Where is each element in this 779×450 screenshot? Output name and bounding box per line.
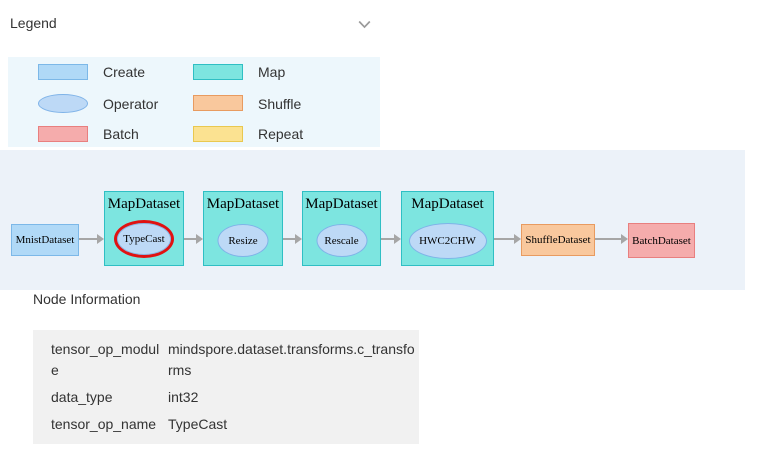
legend-swatch-repeat [193,126,243,142]
legend-section-title: Legend [10,15,57,31]
table-row: tensor_op_module mindspore.dataset.trans… [51,339,419,381]
node-title: MapDataset [206,196,280,212]
legend-label-map: Map [258,64,286,80]
op-node-rescale[interactable]: Rescale [316,224,367,257]
graph-node-mapdataset-4[interactable]: MapDataset HWC2CHW [401,191,494,266]
legend-swatch-shuffle [193,95,243,111]
graph-node-batchdataset[interactable]: BatchDataset [628,223,695,258]
op-node-resize[interactable]: Resize [217,224,269,257]
legend-swatch-operator [38,94,88,113]
graph-node-mapdataset-2[interactable]: MapDataset Resize [203,191,283,266]
node-information-table: tensor_op_module mindspore.dataset.trans… [33,330,419,444]
table-row: tensor_op_name TypeCast [51,414,419,435]
info-key: data_type [51,389,113,405]
node-title: MapDataset [305,196,378,212]
legend-label-batch: Batch [103,126,139,142]
legend-label-operator: Operator [103,96,159,112]
legend-label-create: Create [103,64,146,80]
dataset-graph-canvas[interactable]: MnistDataset MapDataset TypeCast MapData… [0,150,745,290]
info-key: tensor_op_module [51,341,160,378]
info-value: int32 [168,389,199,405]
graph-node-mapdataset-1[interactable]: MapDataset TypeCast [104,191,184,266]
op-node-hwc2chw[interactable]: HWC2CHW [408,223,487,259]
legend-swatch-map [193,64,243,80]
graph-node-mnistdataset[interactable]: MnistDataset [11,224,79,256]
legend-label-repeat: Repeat [258,126,304,142]
op-node-typecast-selected[interactable]: TypeCast [114,220,174,258]
chevron-down-icon [358,20,370,28]
legend-swatch-create [38,64,88,80]
legend-panel: Create Map Operator Shuffle Batch Repeat [8,57,380,147]
table-row: data_type int32 [51,387,419,408]
info-value: TypeCast [168,416,228,432]
node-title: MapDataset [107,196,181,212]
info-key: tensor_op_name [51,416,157,432]
legend-swatch-batch [38,126,88,142]
node-title: MapDataset [411,196,484,212]
graph-node-shuffledataset[interactable]: ShuffleDataset [521,224,595,256]
legend-label-shuffle: Shuffle [258,96,302,112]
graph-node-mapdataset-3[interactable]: MapDataset Rescale [302,191,381,266]
legend-collapse-button[interactable] [354,14,374,34]
node-information-title: Node Information [33,291,141,307]
info-value: mindspore.dataset.transforms.c_transform… [168,341,415,378]
